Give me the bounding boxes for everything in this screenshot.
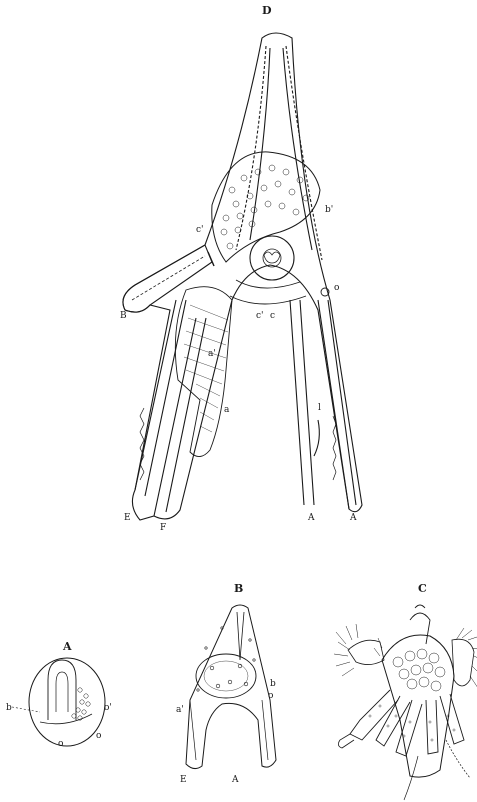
label-c-prime: c'	[196, 225, 204, 235]
fig-b-label-E: E	[180, 775, 187, 785]
figure-c	[334, 605, 477, 800]
fig-b-label-A: A	[231, 775, 239, 785]
label-A-1: A	[307, 513, 315, 523]
fig-a-label-o-2: o	[96, 731, 101, 741]
label-a-prime: a'	[208, 349, 216, 359]
label-b-prime: b'	[325, 205, 333, 215]
label-B: B	[120, 311, 127, 321]
fig-c-title: C	[418, 582, 427, 595]
figure-c-labels: C	[418, 582, 427, 595]
fig-b-label-a-prime: a'	[176, 705, 184, 715]
fig-b-title: B	[234, 582, 243, 595]
fig-a-label-o-prime: o'	[104, 703, 112, 713]
label-F: F	[160, 523, 166, 533]
fig-b-label-o: o	[268, 691, 273, 701]
label-c-prime-2: c'	[256, 311, 264, 321]
fig-a-title: A	[62, 640, 72, 653]
label-D: D	[262, 4, 272, 17]
label-a: a	[224, 405, 230, 415]
figure-a	[12, 658, 105, 746]
fig-a-label-b: b	[6, 703, 12, 713]
figure-b	[186, 605, 276, 769]
main-figure	[123, 33, 362, 520]
label-A-2: A	[349, 513, 357, 523]
label-c: c	[270, 311, 275, 321]
fig-a-label-o-1: o	[58, 739, 63, 749]
label-E: E	[124, 513, 131, 523]
label-l: l	[318, 403, 321, 413]
label-o: o	[334, 283, 339, 293]
figure-a-labels: A b o' o o	[6, 640, 112, 749]
fig-b-label-b: b	[270, 679, 276, 689]
